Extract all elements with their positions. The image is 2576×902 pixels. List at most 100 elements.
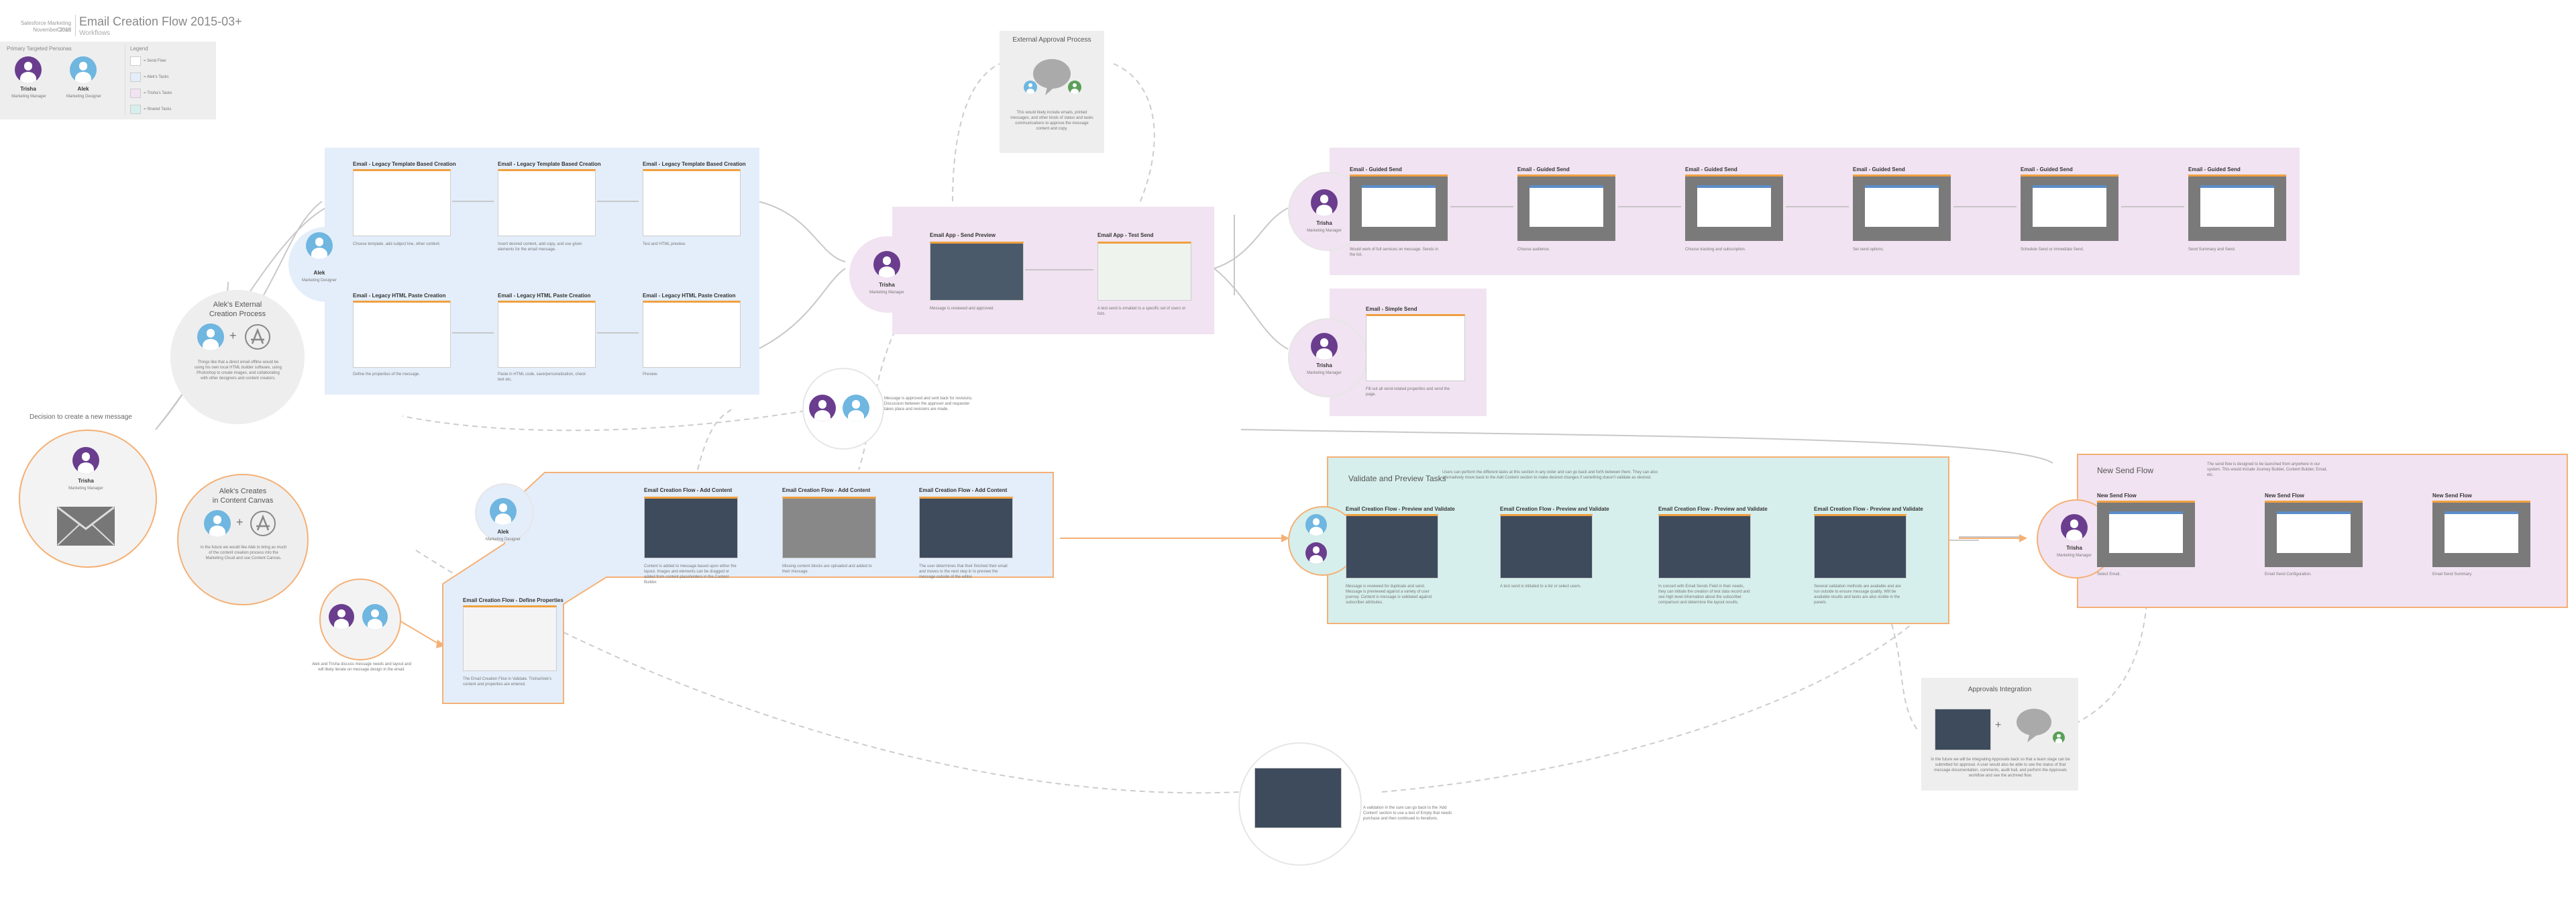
alek-legacy-avatar [306,232,333,259]
simple-send-card[interactable] [1366,314,1465,381]
new-send-card-2-title: New Send Flow [2265,493,2304,499]
guided-card-6[interactable] [2188,174,2286,241]
new-send-card-2[interactable] [2265,501,2363,567]
external-creation-title-2: Creation Process [209,310,266,318]
persona-alek-name: Alek [77,86,89,92]
canvas-alek-avatar [204,510,231,537]
legacy-card-1-desc: Choose template, add subject line, other… [353,242,441,246]
legacy-card-4-desc: Define the properties of the message. [353,372,421,377]
new-send-note: The send flow is designed to be launched… [2207,462,2327,477]
new-send-avatar [2061,514,2088,541]
content-canvas-title-2: in Content Canvas [212,497,274,505]
validate-card-3[interactable] [1658,514,1751,579]
org-line2: November 2015 [33,27,71,33]
external-approval-title: External Approval Process [1012,36,1091,44]
approvals-plus-icon: + [1995,719,2002,731]
validate-alek-avatar [1305,514,1327,536]
new-send-card-1-desc: Select Email. [2097,572,2121,577]
legacy-card-2-desc: Insert desired content, add copy, and us… [498,242,582,252]
persona-legend-panel: Primary Targeted Personas Trisha Marketi… [0,42,216,119]
validate-title: Validate and Preview Tasks [1348,474,1446,483]
add-content-card-3[interactable] [919,497,1013,558]
new-send-card-1-title: New Send Flow [2097,493,2137,499]
guided-card-5-title: Email - Guided Send [2021,166,2073,172]
new-send-card-1[interactable] [2097,501,2195,567]
guided-card-3[interactable] [1685,174,1783,241]
legend-label-shared: = Shared Tasks [144,107,172,111]
trisha-review-name: Trisha [879,282,895,288]
add-content-card-3-desc: The user determines that their finished … [919,564,1008,579]
legacy-card-3-title: Email - Legacy Template Based Creation [643,161,746,167]
add-content-card-1-title: Email Creation Flow - Add Content [644,487,733,493]
header-divider [75,15,76,36]
add-content-card-2[interactable] [782,497,876,558]
validate-card-3-title: Email Creation Flow - Preview and Valida… [1658,506,1768,512]
legacy-card-3[interactable] [643,169,741,236]
guided-card-6-title: Email - Guided Send [2188,166,2241,172]
define-card[interactable] [463,605,557,671]
review-card-2[interactable] [1097,242,1191,301]
new-send-card-3[interactable] [2432,501,2530,567]
legacy-card-6-title: Email - Legacy HTML Paste Creation [643,293,736,299]
add-content-card-3-title: Email Creation Flow - Add Content [919,487,1008,493]
approvals-chat-icon [2017,709,2051,742]
validate-card-2-title: Email Creation Flow - Preview and Valida… [1500,506,1609,512]
decision-trisha-avatar [72,447,99,474]
validate-trisha-avatar [1305,542,1327,564]
add-content-card-1[interactable] [644,497,738,558]
legacy-card-6[interactable] [643,301,741,368]
guided-card-2-title: Email - Guided Send [1517,166,1570,172]
validate-card-1[interactable] [1346,514,1438,579]
review-card-1[interactable] [930,242,1024,301]
guided-send-avatar [1311,189,1338,216]
guided-card-1[interactable] [1350,174,1448,241]
content-canvas-title-1: Alek's Creates [219,487,267,495]
legacy-card-5-title: Email - Legacy HTML Paste Creation [498,293,591,299]
guided-card-2[interactable] [1517,174,1615,241]
guided-send-role: Marketing Manager [1307,229,1342,233]
app-store-icon [245,324,270,350]
validate-card-4-title: Email Creation Flow - Preview and Valida… [1814,506,1923,512]
approval-approver-avatar [1068,81,1081,94]
content-builder-role: Marketing Designer [485,538,521,542]
legacy-card-1[interactable] [353,169,451,236]
plus-icon: + [229,329,237,342]
trisha-avatar [15,56,42,83]
add-content-card-2-title: Email Creation Flow - Add Content [782,487,871,493]
new-send-card-3-title: New Send Flow [2432,493,2472,499]
guided-card-2-desc: Choose audience. [1517,248,1550,252]
guided-card-3-desc: Choose tracking and subscription. [1685,248,1746,252]
guided-card-4[interactable] [1853,174,1951,241]
decision-label: Decision to create a new message [30,413,132,421]
content-builder-name: Alek [497,529,509,535]
simple-send-avatar [1311,333,1338,360]
legend-swatch-send [130,56,141,66]
preview-outside-screenshot [1254,768,1342,828]
review-card-2-desc: A test send is emailed to a specific set… [1097,307,1186,316]
legacy-card-2[interactable] [498,169,596,236]
legacy-card-4[interactable] [353,301,451,368]
handoff-alek-avatar [362,604,388,630]
collab-alek-avatar [843,395,869,421]
content-builder-avatar [490,498,517,525]
content-canvas-desc: In the future we would like Alek to brin… [200,546,287,560]
legend-heading: Legend [130,46,148,52]
alek-avatar [70,56,97,83]
define-card-desc: The Email Creation Flow in Validate. Tri… [463,677,552,687]
guided-card-5[interactable] [2021,174,2118,241]
simple-send-card-title: Email - Simple Send [1366,306,1417,312]
external-creation-title-1: Alek's External [213,301,262,309]
legacy-card-5[interactable] [498,301,596,368]
validate-card-4[interactable] [1814,514,1907,579]
new-send-name: Trisha [2066,545,2082,551]
collab-desc: Message is approved and sent back for re… [884,397,973,411]
external-approval-desc: This would likely include emails, printe… [1010,111,1093,131]
legend-swatch-shared [130,105,141,114]
external-approval-box [1000,31,1104,153]
chat-bubbles-icon [1033,59,1071,95]
approval-alek-avatar [1024,81,1037,94]
legacy-card-4-title: Email - Legacy HTML Paste Creation [353,293,446,299]
validate-card-4-desc: Several validation methods are available… [1814,585,1901,605]
handoff-trisha-avatar [329,604,354,630]
validate-card-2[interactable] [1500,514,1593,579]
